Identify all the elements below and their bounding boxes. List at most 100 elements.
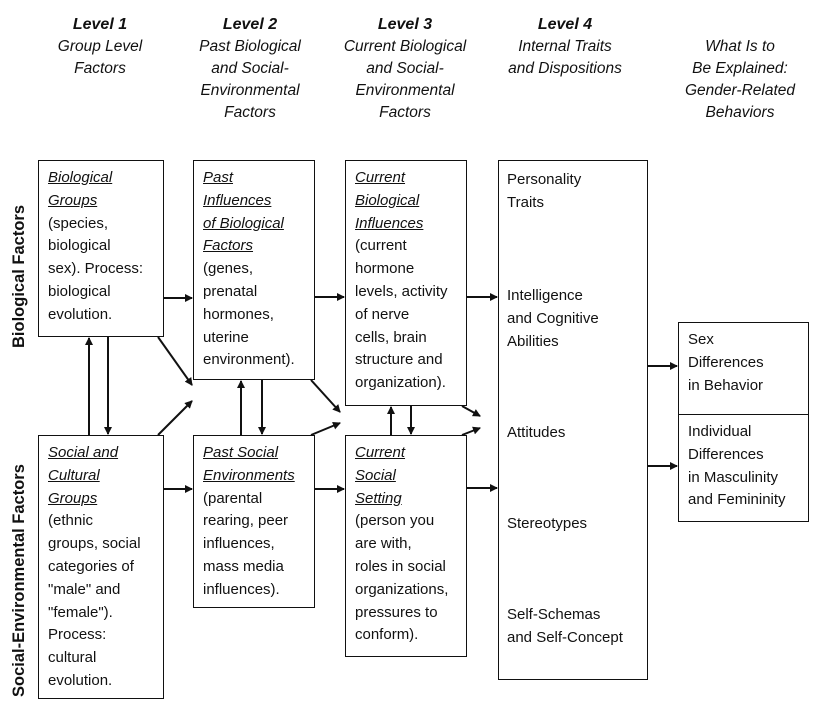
header-level-label: Level 4: [537, 16, 593, 33]
box-body-line: evolution.: [48, 305, 113, 323]
outcome-line: in Behavior: [688, 376, 764, 394]
box-body-line: (person you: [355, 512, 435, 530]
box-body-line: hormones,: [203, 305, 274, 323]
level4-line: and Self-Concept: [507, 628, 623, 646]
box-level-4: [498, 160, 648, 680]
header-line: Be Explained:: [692, 60, 788, 77]
header-level-label: Level 2: [222, 16, 278, 33]
box-title-line: Past: [203, 169, 234, 186]
header-line: Environmental: [355, 82, 455, 99]
box-title-line: Influences: [355, 214, 424, 232]
header-line: Factors: [224, 104, 276, 121]
header-line: and Social-: [211, 60, 289, 77]
box-body-line: are with,: [355, 535, 412, 553]
header-line: Internal Traits: [518, 38, 612, 55]
header-level-label: Level 1: [72, 16, 128, 33]
header-line: Gender-Related: [684, 82, 795, 99]
arrow-diag-l1-bio: [157, 336, 193, 386]
header-line: Group Level: [57, 38, 143, 55]
box-body-line: conform).: [355, 626, 419, 644]
box-body-line: organization).: [355, 374, 446, 392]
level4-line: Traits: [507, 193, 544, 211]
box-body-line: sex). Process:: [48, 260, 144, 278]
outcome-line: Individual: [688, 423, 752, 440]
outcome-line: Sex: [688, 331, 714, 348]
box-body-line: mass media: [203, 557, 284, 575]
header-line: Past Biological: [199, 38, 301, 55]
box-body-line: rearing, peer: [203, 512, 289, 530]
level4-line: Attitudes: [507, 424, 566, 441]
outcome-line: Differences: [688, 353, 764, 371]
box-title-line: of Biological: [203, 214, 284, 232]
arrow-diag-l1-social: [157, 400, 193, 436]
box-title-line: Groups: [48, 489, 98, 507]
header-line: Factors: [379, 104, 431, 121]
outcome-line: in Masculinity: [688, 468, 779, 486]
level4-line: Stereotypes: [507, 515, 588, 532]
header-line: Factors: [74, 60, 126, 77]
side-label-biological: Biological Factors: [10, 204, 28, 348]
box-body-line: prenatal: [203, 282, 258, 300]
box-body-line: (current: [355, 237, 407, 255]
box-body-line: biological: [48, 282, 111, 300]
box-title-line: Cultural: [48, 466, 100, 484]
box-title-line: Biological: [48, 169, 113, 186]
box-body-line: (ethnic: [48, 512, 94, 530]
header-line: Behaviors: [705, 104, 775, 121]
level4-item-self-schemas: Self-Schemas and Self-Concept: [507, 604, 623, 650]
level4-line: Self-Schemas: [507, 606, 601, 623]
side-label-social: Social-Environmental Factors: [10, 464, 28, 697]
box-body-line: "female").: [48, 603, 113, 621]
level4-line: Intelligence: [507, 287, 583, 304]
box-body-line: Process:: [48, 626, 107, 644]
box-title-line: Groups: [48, 191, 98, 209]
box-title-line: Biological: [355, 191, 420, 209]
outcome-line: Differences: [688, 445, 764, 463]
box-body-line: biological: [48, 237, 111, 255]
box-body-line: influences,: [203, 535, 275, 553]
arrow-diag-l2-social: [310, 421, 341, 436]
box-title-line: Past Social: [203, 444, 279, 461]
level4-item-stereotypes: Stereotypes: [507, 513, 587, 536]
header-line: and Social-: [366, 60, 444, 77]
header-level-3: Level 3 Current Biological and Social- Envi…: [330, 14, 480, 124]
box-title-line: Current: [355, 169, 406, 186]
box-body-line: roles in social: [355, 557, 446, 575]
arrow-diag-l3-bio: [461, 405, 481, 417]
arrow-diag-l3-social: [461, 426, 481, 436]
box-body-line: categories of: [48, 557, 134, 575]
box-title-line: Social: [355, 466, 396, 484]
level4-line: and Cognitive: [507, 309, 599, 327]
header-line: What Is to: [705, 38, 775, 55]
box-body-line: "male" and: [48, 580, 121, 598]
level4-item-attitudes: Attitudes: [507, 422, 565, 445]
box-body-line: cells, brain: [355, 328, 427, 346]
box-body-line: pressures to: [355, 603, 438, 621]
outcome-line: and Femininity: [688, 491, 786, 509]
box-body-line: organizations,: [355, 580, 449, 598]
level4-line: Abilities: [507, 332, 559, 350]
box-title-line: Setting: [355, 489, 402, 507]
box-title-line: Social and: [48, 444, 119, 461]
box-body-line: cultural: [48, 649, 97, 667]
box-body-line: levels, activity: [355, 282, 448, 300]
box-title-line: Influences: [203, 191, 272, 209]
box-body-line: uterine: [203, 328, 249, 346]
header-line: Current Biological: [343, 38, 467, 55]
level4-line: Personality: [507, 171, 582, 188]
header-level-label: Level 3: [377, 16, 433, 33]
box-body-line: of nerve: [355, 305, 410, 323]
